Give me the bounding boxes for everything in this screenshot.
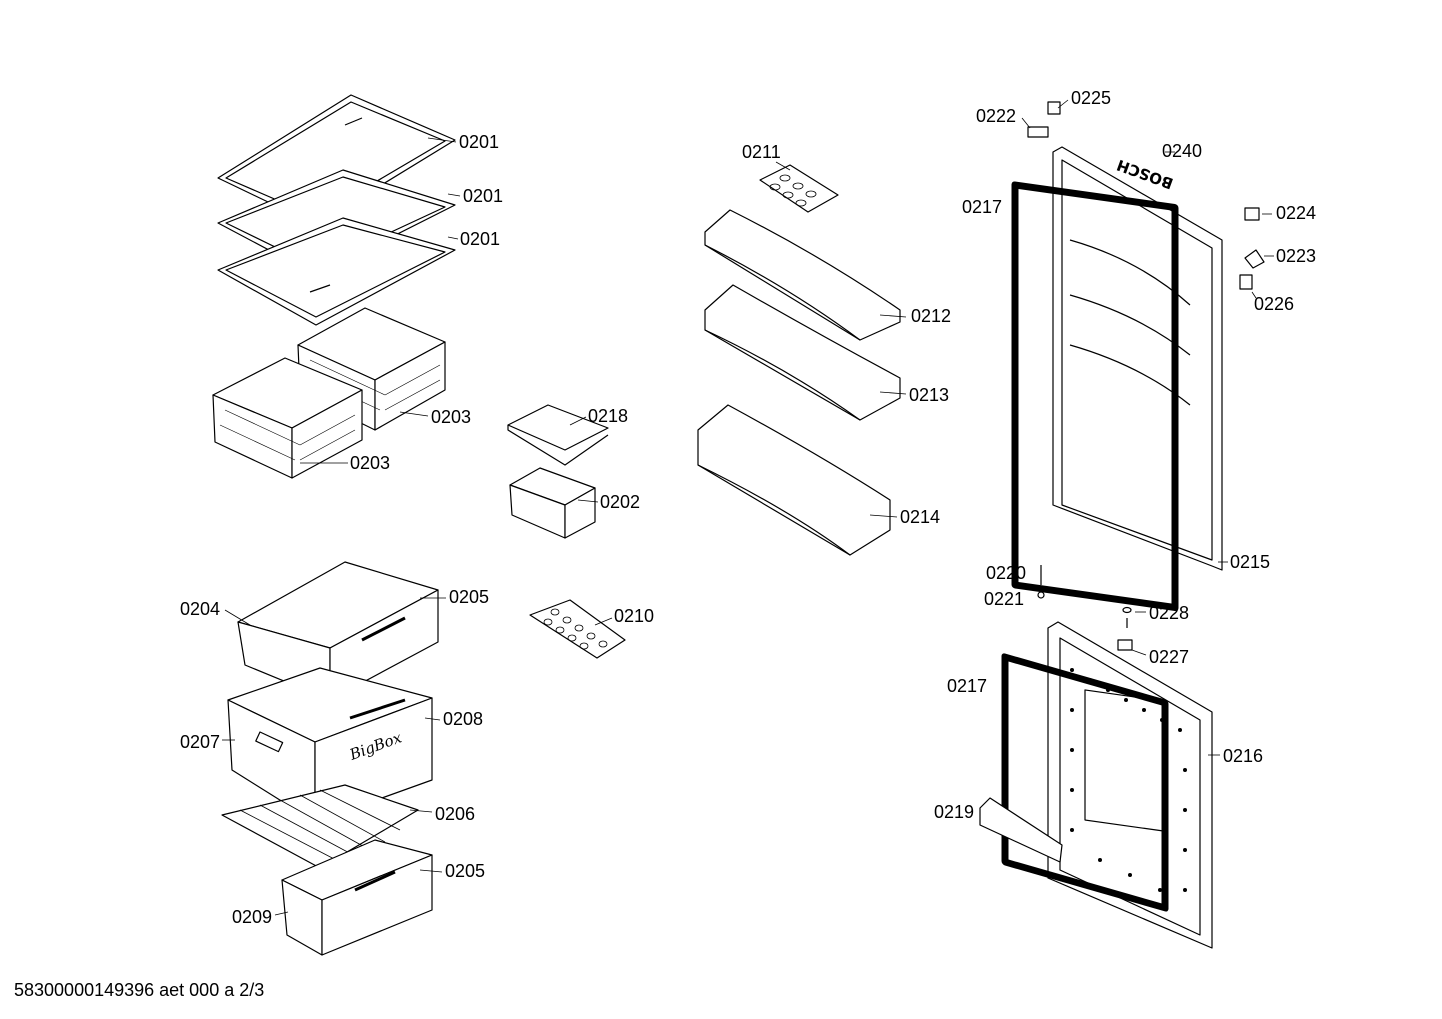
glass-shelf-bottom: [217, 217, 456, 326]
label-0226: 0226: [1254, 294, 1294, 314]
label-0225: 0225: [1071, 88, 1111, 108]
label-0204: 0204: [180, 599, 220, 619]
label-0221: 0221: [984, 589, 1024, 609]
label-0202: 0202: [600, 492, 640, 512]
label-0240: 0240: [1162, 141, 1202, 161]
label-0214: 0214: [900, 507, 940, 527]
door-shelf-0214: [697, 404, 891, 556]
label-0220: 0220: [986, 563, 1026, 583]
label-0213: 0213: [909, 385, 949, 405]
small-box: [509, 467, 596, 539]
label-0203-b: 0203: [350, 453, 390, 473]
label-0201-c: 0201: [460, 229, 500, 249]
door-shelf-0213: [704, 284, 901, 421]
label-0217-b: 0217: [947, 676, 987, 696]
label-0211: 0211: [742, 142, 781, 162]
label-0227: 0227: [1149, 647, 1189, 667]
label-0219: 0219: [934, 802, 974, 822]
label-0210: 0210: [614, 606, 654, 626]
label-0222: 0222: [976, 106, 1016, 126]
part-labels: 0201 0201 0201 0203 0203 0218 0202 0204 …: [180, 88, 1316, 927]
label-0201-b: 0201: [463, 186, 503, 206]
hinge-parts: [1027, 101, 1265, 651]
door-shelf-0212: [704, 209, 901, 341]
label-0218: 0218: [588, 406, 628, 426]
label-0207: 0207: [180, 732, 220, 752]
label-0208: 0208: [443, 709, 483, 729]
label-0223: 0223: [1276, 246, 1316, 266]
label-0206: 0206: [435, 804, 475, 824]
wire-basket-front: [212, 357, 363, 479]
label-0209: 0209: [232, 907, 272, 927]
document-footer: 58300000149396 aet 000 a 2/3: [14, 980, 265, 1000]
label-0205-b: 0205: [445, 861, 485, 881]
label-0228: 0228: [1149, 603, 1189, 623]
door-gasket-bottom: [1001, 653, 1169, 912]
freezer-drawer-bottom: [281, 839, 433, 956]
label-0224: 0224: [1276, 203, 1316, 223]
label-0205-a: 0205: [449, 587, 489, 607]
ice-cube-tray: [529, 599, 626, 659]
small-box-lid: [507, 404, 609, 466]
door-gasket-top: [1011, 181, 1179, 612]
label-0212: 0212: [911, 306, 951, 326]
label-0216: 0216: [1223, 746, 1263, 766]
freezer-door-handle: [979, 797, 1063, 863]
label-0215: 0215: [1230, 552, 1270, 572]
egg-tray: [759, 164, 839, 213]
label-0217-a: 0217: [962, 197, 1002, 217]
wire-grid-shelf: [221, 784, 419, 869]
label-0203-a: 0203: [431, 407, 471, 427]
label-0201-a: 0201: [459, 132, 499, 152]
fridge-door: [1052, 146, 1223, 571]
